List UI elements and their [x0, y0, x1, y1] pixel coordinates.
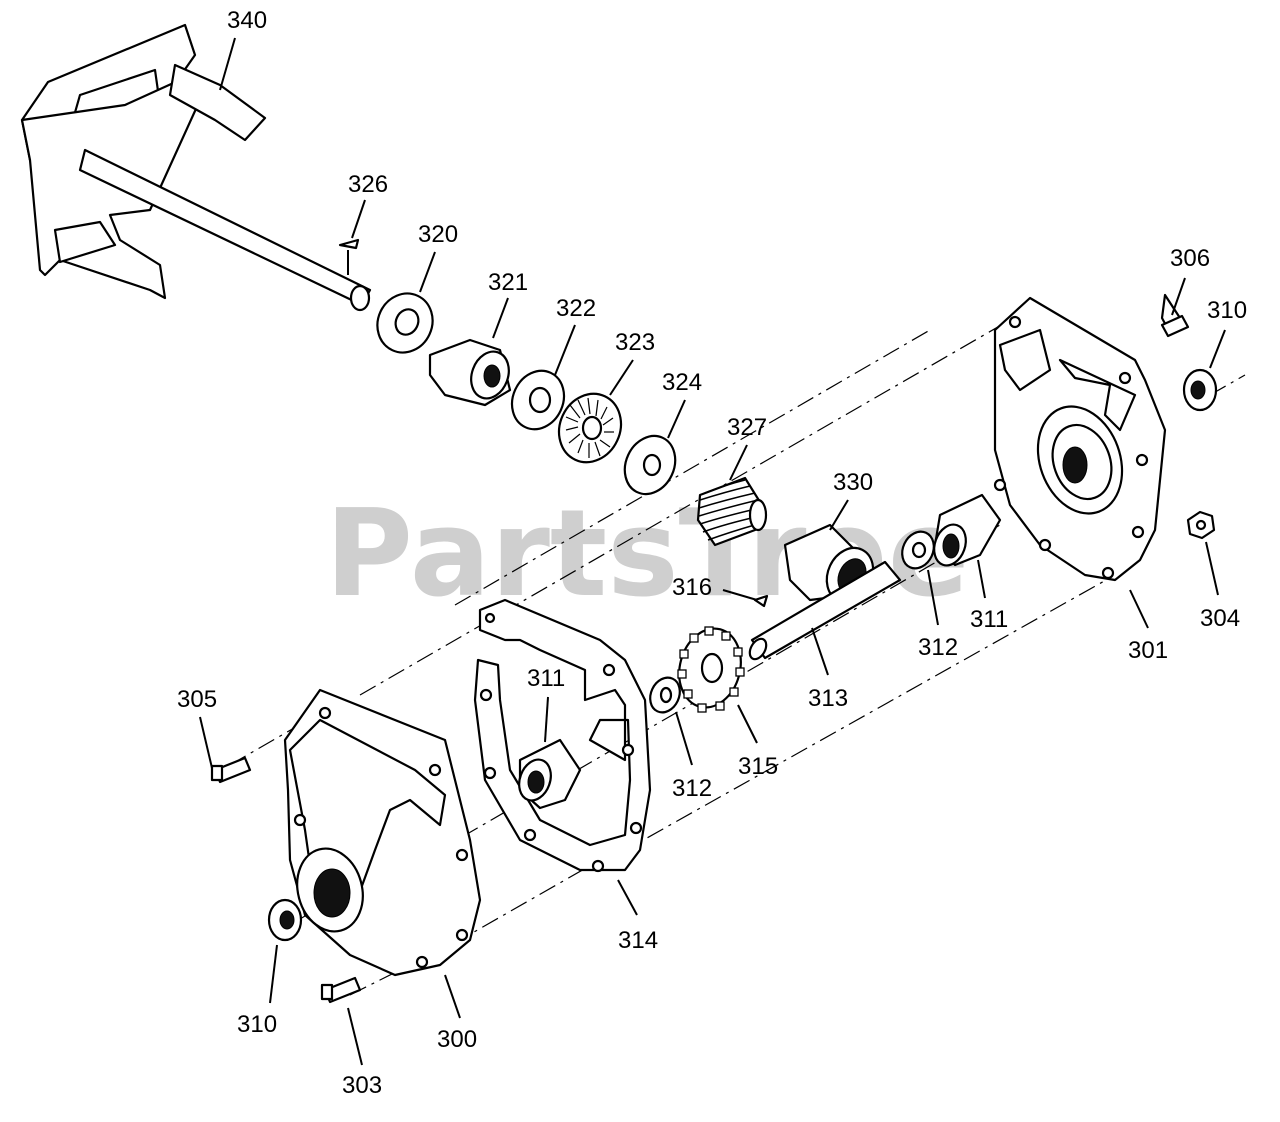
gear-315 [677, 626, 745, 713]
label-311-left: 311 [527, 665, 565, 692]
housing-301 [993, 293, 1182, 582]
thrust-bearing-323 [557, 392, 623, 464]
screw-303 [320, 976, 362, 1004]
label-326: 326 [348, 171, 388, 198]
housing-300 [283, 688, 482, 977]
label-315: 315 [738, 753, 778, 780]
label-323: 323 [615, 329, 655, 356]
screw-306 [1160, 314, 1190, 338]
key-326 [338, 238, 360, 275]
label-305: 305 [177, 686, 217, 713]
label-301: 301 [1128, 637, 1168, 664]
bearing-321 [428, 338, 512, 407]
washer-322 [510, 369, 566, 431]
bushing-311-right [933, 493, 1002, 567]
washer-312-left [649, 676, 681, 714]
washer-320 [376, 292, 434, 354]
worm-gear-327 [696, 476, 768, 547]
label-306: 306 [1170, 245, 1210, 272]
label-316: 316 [672, 574, 712, 601]
watermark-text: PartsTree [325, 485, 969, 624]
bearing-310-right [1182, 368, 1218, 412]
bushing-311-left [518, 738, 582, 810]
label-312-right: 312 [918, 634, 958, 661]
impeller-part [20, 23, 372, 312]
screw-305 [210, 756, 252, 784]
label-313: 313 [808, 685, 848, 712]
label-303: 303 [342, 1072, 382, 1099]
label-312-left: 312 [672, 775, 712, 802]
washer-324 [623, 434, 677, 496]
bearing-310-left [267, 898, 303, 942]
label-321: 321 [488, 269, 528, 296]
label-311-right: 311 [970, 606, 1008, 633]
label-320: 320 [418, 221, 458, 248]
label-340: 340 [227, 7, 267, 34]
leader-lines [199, 37, 1226, 1066]
label-322: 322 [556, 295, 596, 322]
label-327: 327 [727, 414, 767, 441]
gasket-314 [473, 598, 652, 873]
label-310-left: 310 [237, 1011, 277, 1038]
part-labels: 340 326 320 321 322 323 324 327 330 316 … [177, 7, 1247, 1099]
label-300: 300 [437, 1026, 477, 1053]
washer-312-right [901, 530, 935, 570]
label-330: 330 [833, 469, 873, 496]
label-310-right: 310 [1207, 297, 1247, 324]
shaft-313 [748, 560, 902, 661]
label-324: 324 [662, 369, 702, 396]
key-316 [753, 594, 769, 608]
nut-304 [1186, 510, 1216, 540]
label-304: 304 [1200, 605, 1240, 632]
label-314: 314 [618, 927, 658, 954]
